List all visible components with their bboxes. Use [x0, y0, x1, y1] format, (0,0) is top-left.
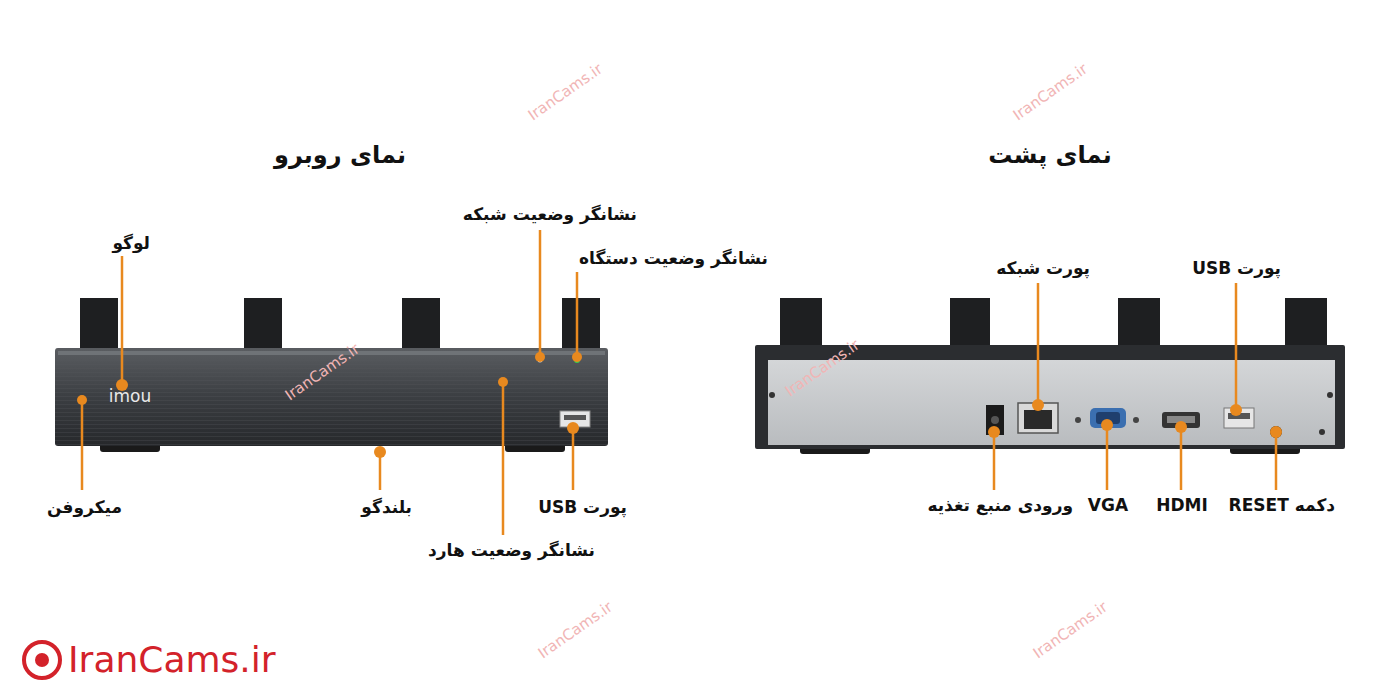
part-label: نشانگر وضعیت هارد — [428, 540, 595, 560]
brand-logo: IranCams.ir — [68, 638, 276, 681]
logo-icon — [24, 642, 60, 678]
part-label: لوگو — [112, 233, 150, 253]
watermark: IranCams.ir — [1009, 60, 1090, 124]
part-label: ورودی منبع تغذیه — [927, 495, 1073, 515]
device-logo: imou — [109, 386, 151, 406]
view-heading: نمای روبرو — [274, 141, 406, 170]
watermark: IranCams.ir — [534, 598, 615, 662]
part-label: پورت شبکه — [996, 258, 1090, 278]
part-label: پورت USB — [538, 497, 627, 517]
part-label: بلندگو — [361, 497, 412, 517]
part-label: پورت USB — [1192, 258, 1281, 278]
watermark: IranCams.ir — [524, 60, 605, 124]
part-label: VGA — [1088, 495, 1128, 515]
leader-lines — [77, 230, 1282, 535]
front-view — [55, 298, 608, 452]
part-label: میکروفن — [47, 497, 122, 517]
part-label: نشانگر وضعیت شبکه — [463, 204, 637, 224]
back-view — [755, 298, 1345, 454]
part-label: دکمه RESET — [1229, 495, 1335, 515]
watermark: IranCams.ir — [1029, 598, 1110, 662]
part-label: نشانگر وضعیت دستگاه — [579, 248, 768, 268]
view-heading: نمای پشت — [988, 141, 1111, 170]
part-label: HDMI — [1156, 495, 1208, 515]
